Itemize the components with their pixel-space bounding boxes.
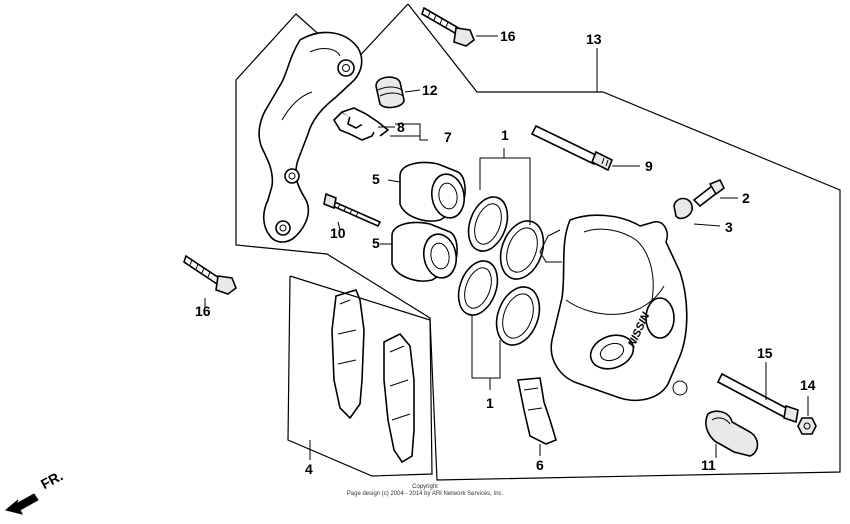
leader-lines [204, 35, 809, 460]
cap-3 [673, 197, 693, 220]
callout-11: 11 [701, 457, 716, 473]
pad-spring-8 [332, 107, 390, 141]
callout-7: 7 [444, 129, 452, 145]
pad-spring-6 [517, 377, 557, 445]
piston-5-bottom [391, 221, 458, 282]
bolt-16-top [421, 6, 475, 47]
pad-group-outline-4 [287, 275, 433, 477]
callout-8: 8 [397, 119, 405, 135]
assembly-outline-13 [235, 3, 841, 481]
callout-16-left: 16 [195, 303, 211, 319]
brake-pad-inner [331, 289, 365, 420]
callout-14: 14 [800, 377, 816, 393]
bleeder-2 [692, 178, 726, 208]
copyright-line-2: Page design (c) 2004 - 2014 by ARI Netwo… [346, 491, 504, 497]
callout-5-top: 5 [372, 171, 380, 187]
callout-9: 9 [645, 158, 653, 174]
seals-1 [457, 196, 545, 346]
nut-14 [797, 417, 817, 435]
pin-10 [323, 192, 382, 228]
boot-12 [375, 76, 405, 109]
bolt-16-left [183, 254, 237, 295]
callout-10: 10 [330, 225, 346, 241]
callout-5-bottom: 5 [372, 235, 380, 251]
callout-6: 6 [536, 457, 544, 473]
front-direction-arrow [4, 493, 39, 515]
callout-15: 15 [757, 345, 773, 361]
callout-2: 2 [742, 190, 750, 206]
callout-1-top: 1 [501, 127, 509, 143]
copyright-line-1: Copyright [412, 484, 438, 490]
caliper-bracket [258, 31, 363, 243]
brake-pad-outer [383, 333, 415, 464]
bolt-15 [716, 372, 799, 424]
callout-16-top: 16 [500, 28, 516, 44]
callout-13: 13 [586, 31, 602, 47]
boot-11 [705, 410, 759, 457]
callout-12: 12 [422, 82, 438, 98]
pin-9 [530, 124, 614, 172]
callout-1-bottom: 1 [486, 395, 494, 411]
callout-3: 3 [725, 219, 733, 235]
piston-5-top [399, 161, 466, 222]
caliper-body [539, 214, 688, 402]
callout-4: 4 [305, 461, 313, 477]
